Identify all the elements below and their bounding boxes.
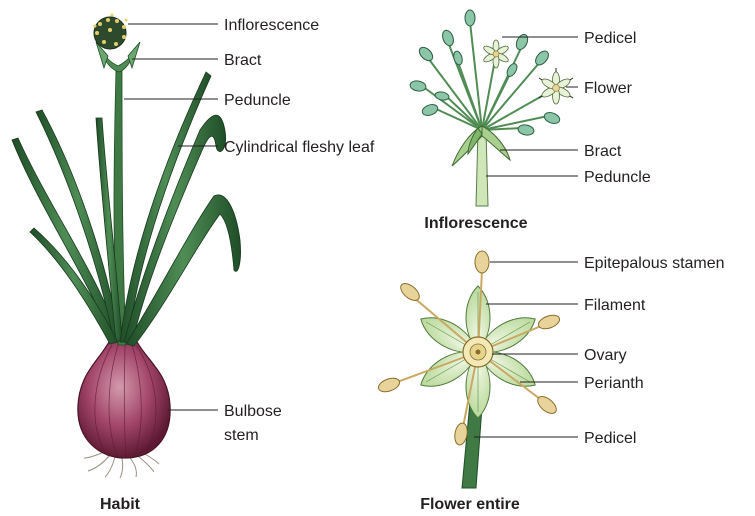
label-stem: stem [224,427,259,444]
label-bract-inflorescence: Bract [584,143,622,160]
caption-habit: Habit [100,496,141,513]
habit-leader-lines [124,23,218,411]
label-ovary: Ovary [584,347,627,364]
epitepalous-stamen-anthers [377,250,561,446]
peduncle-stalk [113,69,127,346]
label-peduncle-inflorescence: Peduncle [584,169,651,186]
flower-buds [409,9,561,136]
label-bulbose: Bulbose [224,403,282,420]
flower-leader-lines [474,261,578,438]
label-inflorescence: Inflorescence [224,17,319,34]
habit-bract-lobes [95,41,141,70]
flower-illustration [377,250,561,489]
inflorescence-bracts [451,125,511,167]
cylindrical-fleshy-leaves [11,71,241,347]
label-peduncle: Peduncle [224,92,291,109]
inflorescence-leader-lines [486,36,578,177]
label-perianth: Perianth [584,375,644,392]
ovary [462,336,494,368]
caption-flower-entire: Flower entire [420,496,520,513]
habit-inflorescence [93,13,128,50]
label-epitepalous-stamen: Epitepalous stamen [584,255,725,272]
perianth-tepals [420,285,536,419]
label-bract: Bract [224,52,262,69]
habit-labels: Inflorescence Bract Peduncle Cylindrical… [100,17,375,513]
flower-labels: Epitepalous stamen Filament Ovary Perian… [420,255,724,513]
inflorescence-peduncle [475,129,489,207]
bulb-veins [94,344,157,459]
label-pedicel-inflorescence: Pedicel [584,30,636,47]
inflorescence-open-flowers [483,39,574,105]
caption-inflorescence: Inflorescence [424,215,527,232]
pedicels [421,21,557,131]
label-cylindrical-fleshy-leaf: Cylindrical fleshy leaf [224,139,375,156]
label-pedicel-flower: Pedicel [584,430,636,447]
label-filament: Filament [584,297,646,314]
habit-illustration [11,13,241,479]
label-flower: Flower [584,80,633,97]
inflorescence-illustration [409,9,574,207]
inflorescence-labels: Pedicel Flower Bract Peduncle Infloresce… [424,30,650,232]
